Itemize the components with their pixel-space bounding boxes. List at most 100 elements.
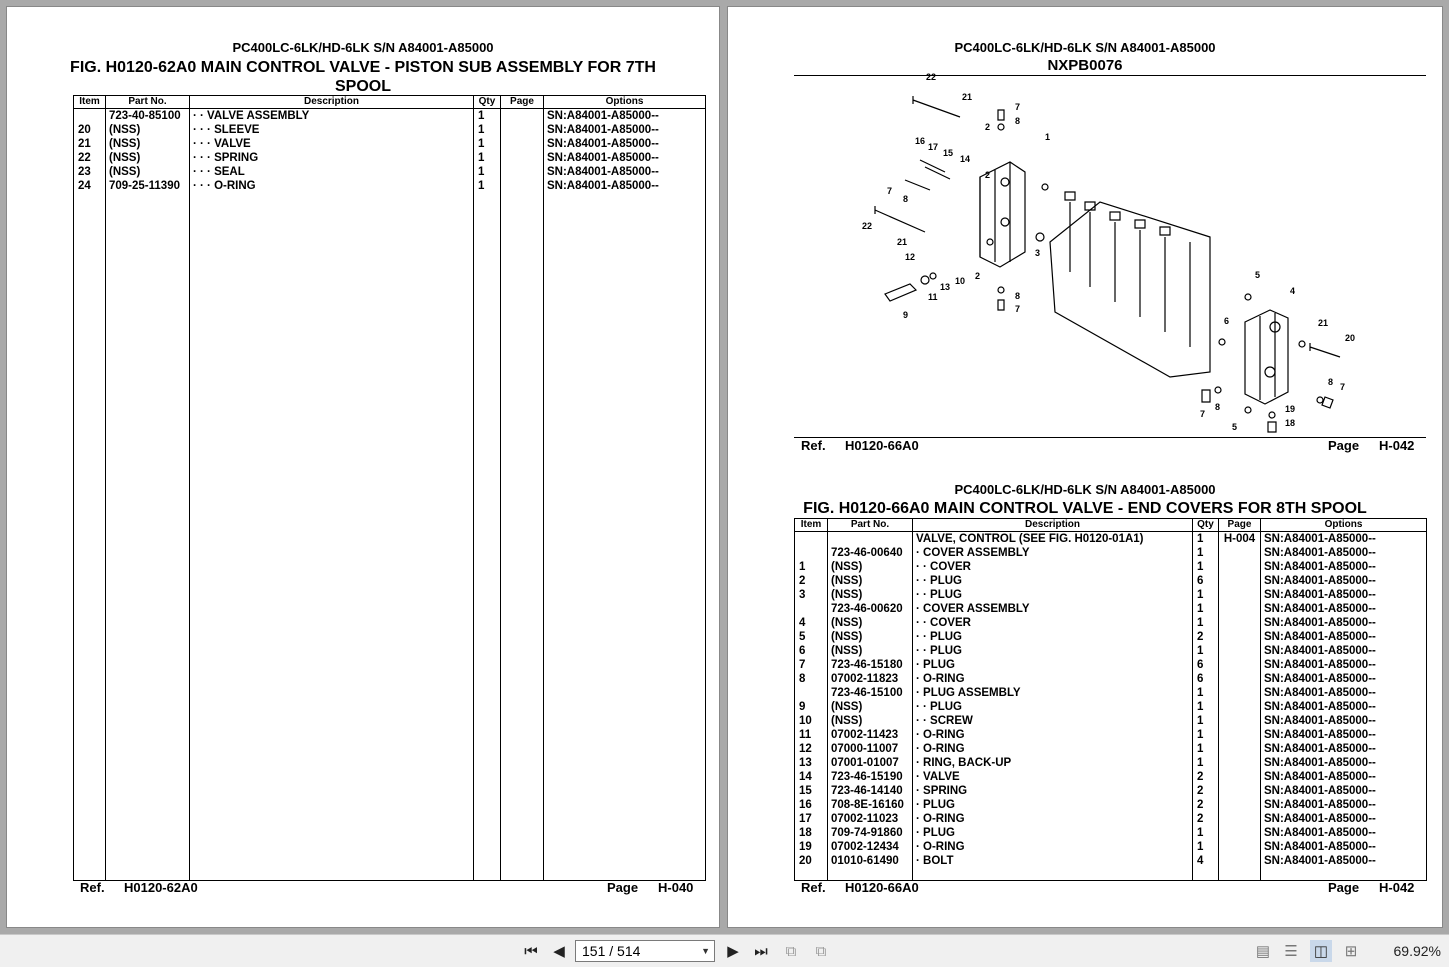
table-cell: 9	[794, 700, 828, 714]
cover-4-port	[1264, 366, 1276, 378]
table-cell: · O-RING	[912, 840, 1193, 854]
first-page-icon[interactable]: ⏮	[524, 942, 538, 960]
table-cell	[543, 193, 706, 881]
table-cell: · O-RING	[912, 728, 1193, 742]
table-cell: · · PLUG	[912, 630, 1193, 644]
diagram-callout-label: 17	[928, 142, 938, 152]
continuous-icon[interactable]: ☰	[1284, 943, 1298, 960]
table-cell: SN:A84001-A85000--	[1260, 546, 1427, 560]
table-cell: (NSS)	[827, 588, 913, 602]
table-cell	[1260, 868, 1427, 881]
plug-2	[1041, 183, 1049, 191]
table-cell: · · VALVE ASSEMBLY	[189, 108, 474, 123]
table-cell: 2	[1192, 630, 1219, 644]
table-cell: 07001-01007	[827, 756, 913, 770]
table-cell: 07002-11423	[827, 728, 913, 742]
diagram-callout-label: 7	[887, 186, 892, 196]
diagram-callout-label: 22	[862, 221, 872, 231]
table-cell	[473, 193, 501, 881]
right-figure-title: FIG. H0120-66A0 MAIN CONTROL VALVE - END…	[803, 500, 1367, 517]
left-page-label: Page	[607, 880, 639, 895]
table-cell: 07002-11023	[827, 812, 913, 826]
table-cell: · · SCREW	[912, 714, 1193, 728]
table-cell	[1218, 686, 1261, 700]
table-cell: 07000-11007	[827, 742, 913, 756]
last-page-icon[interactable]: ⏭	[754, 942, 768, 960]
next-page-icon[interactable]: ▶	[727, 943, 739, 960]
page-indicator: 151 / 514	[582, 943, 641, 959]
table-cell: SN:A84001-A85000--	[1260, 756, 1427, 770]
table-cell	[794, 531, 828, 546]
page-number-field[interactable]: 151 / 514 ▼	[575, 940, 715, 962]
left-ref-value: H0120-62A0	[124, 880, 198, 895]
table-cell	[1218, 812, 1261, 826]
column-header: Options	[1260, 518, 1427, 532]
table-cell	[500, 179, 544, 193]
table-cell: 723-46-15190	[827, 770, 913, 784]
table-cell: 723-46-15180	[827, 658, 913, 672]
bolt-21	[1298, 340, 1306, 348]
top-divider	[794, 75, 1426, 76]
table-cell: 11	[794, 728, 828, 742]
table-cell: SN:A84001-A85000--	[1260, 672, 1427, 686]
table-cell: 723-46-14140	[827, 784, 913, 798]
table-cell: · · · SEAL	[189, 165, 474, 179]
table-cell: 1	[473, 151, 501, 165]
zoom-level[interactable]: 69.92%	[1393, 943, 1441, 959]
diagram-callout-label: 21	[962, 92, 972, 102]
two-page-icon[interactable]: ◫	[1310, 940, 1332, 962]
two-page-continuous-icon[interactable]: ⊞	[1344, 943, 1358, 960]
table-cell: 2	[1192, 770, 1219, 784]
column-header: Page	[1218, 518, 1261, 532]
column-header: Qty	[1192, 518, 1219, 532]
diagram-callout-label: 2	[975, 271, 980, 281]
cover-4-body	[1244, 309, 1289, 405]
diagram-callout-label: 21	[1318, 318, 1328, 328]
fit-page-icon[interactable]: ⧉	[785, 942, 797, 960]
diagram-callout-label: 18	[1285, 418, 1295, 428]
diagram-code: NXPB0076	[1047, 57, 1123, 74]
table-cell: · · PLUG	[912, 700, 1193, 714]
diagram-callout-label: 11	[928, 292, 938, 302]
left-page-value: H-040	[658, 880, 694, 895]
table-cell: · PLUG	[912, 826, 1193, 840]
o-ring-19	[1268, 411, 1276, 419]
table-cell: · O-RING	[912, 812, 1193, 826]
diagram-callout-label: 21	[897, 237, 907, 247]
table-cell: 22	[73, 151, 106, 165]
chevron-down-icon[interactable]: ▼	[701, 946, 710, 956]
table-cell: SN:A84001-A85000--	[1260, 602, 1427, 616]
table-cell: SN:A84001-A85000--	[1260, 531, 1427, 546]
o-ring-8	[997, 286, 1005, 294]
table-cell	[1218, 868, 1261, 881]
table-cell: · COVER ASSEMBLY	[912, 602, 1193, 616]
table-cell: · · · O-RING	[189, 179, 474, 193]
cover-1-edges	[979, 162, 1011, 262]
single-page-icon[interactable]: ▤	[1255, 943, 1271, 960]
diagram-callout-label: 3	[1035, 248, 1040, 258]
table-cell: 1	[1192, 531, 1219, 546]
diagram-callout-label: 8	[1328, 377, 1333, 387]
table-cell: 23	[73, 165, 106, 179]
table-cell: (NSS)	[827, 714, 913, 728]
table-cell: 24	[73, 179, 106, 193]
table-cell: 6	[1192, 574, 1219, 588]
fit-width-icon[interactable]: ⧉	[815, 942, 827, 960]
right-model-heading-top: PC400LC-6LK/HD-6LK S/N A84001-A85000	[954, 40, 1216, 55]
table-cell: 6	[1192, 658, 1219, 672]
table-cell: SN:A84001-A85000--	[1260, 658, 1427, 672]
table-cell: · · · VALVE	[189, 137, 474, 151]
table-cell: 14	[794, 770, 828, 784]
prev-page-icon[interactable]: ◀	[553, 943, 565, 960]
table-cell: · · · SLEEVE	[189, 123, 474, 137]
table-cell: 5	[794, 630, 828, 644]
